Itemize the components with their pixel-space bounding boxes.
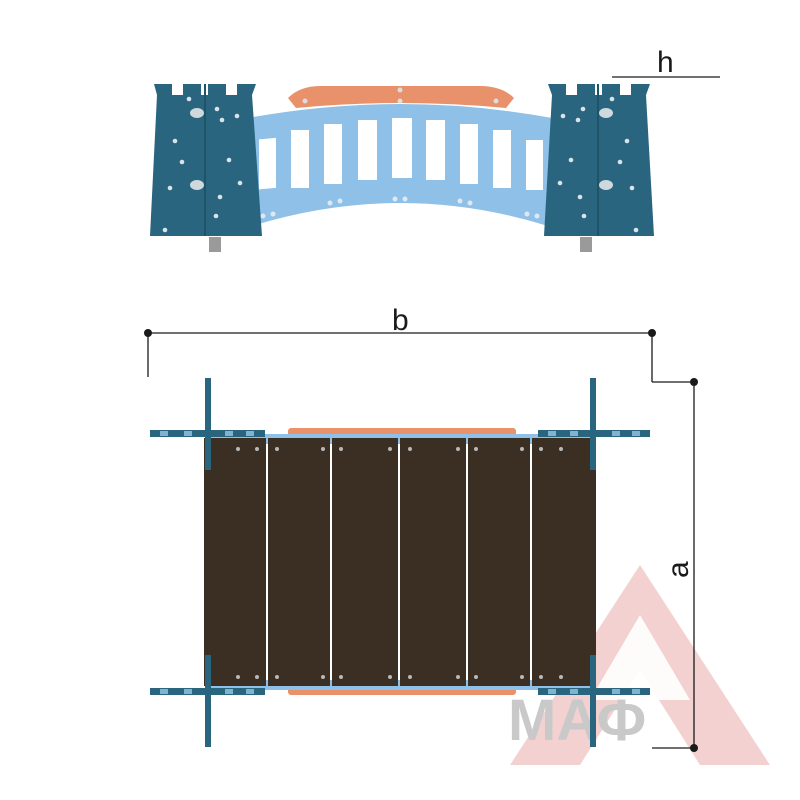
tower-cross-details xyxy=(160,431,640,694)
left-tower-bolts xyxy=(162,96,243,233)
height-label: h xyxy=(657,46,674,79)
watermark: МАФ xyxy=(508,565,770,765)
bridge-window xyxy=(460,124,478,184)
depth-dimension: a xyxy=(652,378,698,752)
deck-board xyxy=(204,438,266,686)
width-dimension: b xyxy=(144,304,694,383)
bridge-window xyxy=(392,118,412,178)
bridge-window xyxy=(426,120,445,180)
deck-screws xyxy=(236,447,563,679)
bridge-handrail xyxy=(288,86,514,108)
watermark-text: МАФ xyxy=(508,688,646,753)
bridge-window xyxy=(493,130,511,188)
right-post xyxy=(580,237,592,252)
bridge-window xyxy=(526,140,543,190)
bridge-windows xyxy=(259,118,543,190)
bridge-bolts xyxy=(260,196,540,219)
right-tower-bolts xyxy=(557,96,639,233)
deck-board xyxy=(468,438,530,686)
front-view: h xyxy=(150,46,720,252)
triangle-a-logo-inner xyxy=(590,615,690,700)
tower-crosses xyxy=(150,378,650,747)
depth-label: a xyxy=(662,561,695,578)
bridge-window xyxy=(259,137,276,190)
top-view: b a xyxy=(144,304,698,752)
deck xyxy=(204,438,596,686)
deck-board xyxy=(332,438,398,686)
deck-board xyxy=(532,438,596,686)
width-label: b xyxy=(392,304,409,337)
deck-board xyxy=(400,438,466,686)
deck-board xyxy=(268,438,330,686)
bridge-window xyxy=(324,124,342,184)
left-post xyxy=(209,237,221,252)
bridge-window xyxy=(358,120,377,180)
bridge-window xyxy=(291,130,309,188)
